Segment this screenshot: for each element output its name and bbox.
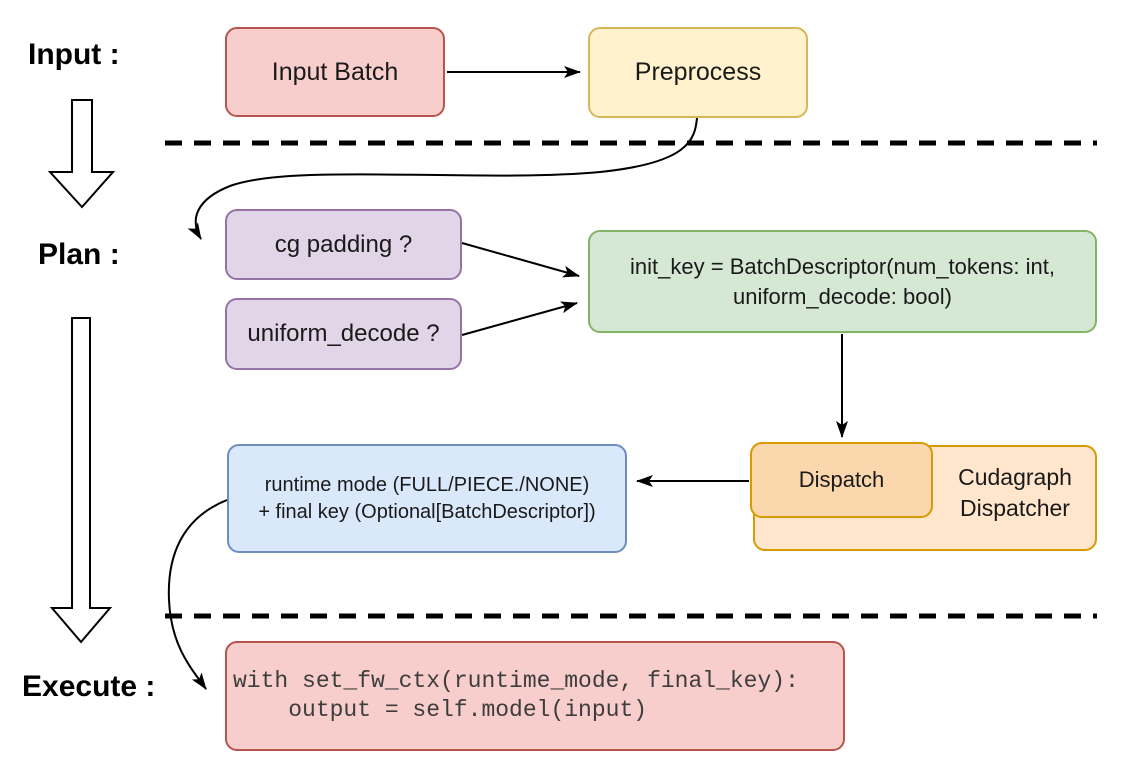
arrow-uniformdecode-to-initkey xyxy=(461,301,578,336)
code-line2: output = self.model(input) xyxy=(233,697,648,723)
flow-arrow-plan-to-execute xyxy=(49,317,113,644)
stage-label-execute: Execute : xyxy=(22,670,156,703)
flow-arrow-input-to-plan xyxy=(47,99,116,209)
node-cudagraph-dispatcher-label: Cudagraph Dispatcher xyxy=(933,462,1097,524)
arrow-preprocess-to-cgpadding xyxy=(187,117,698,240)
node-preprocess: Preprocess xyxy=(588,27,808,118)
node-dispatch: Dispatch xyxy=(750,442,933,518)
stage-label-plan: Plan : xyxy=(38,238,120,271)
node-init-key-line2: uniform_decode: bool) xyxy=(733,283,952,309)
dispatcher-label-line1: Cudagraph xyxy=(958,464,1072,490)
node-execute-code: with set_fw_ctx(runtime_mode, final_key)… xyxy=(225,641,845,751)
node-dispatch-label: Dispatch xyxy=(798,467,885,493)
node-preprocess-label: Preprocess xyxy=(634,58,762,86)
node-uniform-decode: uniform_decode ? xyxy=(225,298,462,370)
node-input-batch-label: Input Batch xyxy=(271,57,399,86)
code-line1: with set_fw_ctx(runtime_mode, final_key)… xyxy=(233,667,799,694)
node-cg-padding: cg padding ? xyxy=(225,209,462,280)
node-input-batch: Input Batch xyxy=(225,27,445,117)
node-init-key: init_key = BatchDescriptor(num_tokens: i… xyxy=(588,230,1097,333)
node-runtime-line1: runtime mode (FULL/PIECE./NONE) xyxy=(264,474,590,497)
node-runtime-line2: + final key (Optional[BatchDescriptor]) xyxy=(258,500,596,523)
dispatcher-label-line2: Dispatcher xyxy=(960,495,1070,522)
node-uniform-decode-label: uniform_decode ? xyxy=(247,320,440,348)
arrow-runtime-to-code xyxy=(167,499,228,690)
arrow-cgpadding-to-initkey xyxy=(461,242,580,278)
stage-label-input: Input : xyxy=(28,38,120,71)
node-cg-padding-label: cg padding ? xyxy=(274,230,413,258)
node-runtime-mode: runtime mode (FULL/PIECE./NONE) + final … xyxy=(227,444,627,553)
node-init-key-line1: init_key = BatchDescriptor(num_tokens: i… xyxy=(630,254,1055,280)
